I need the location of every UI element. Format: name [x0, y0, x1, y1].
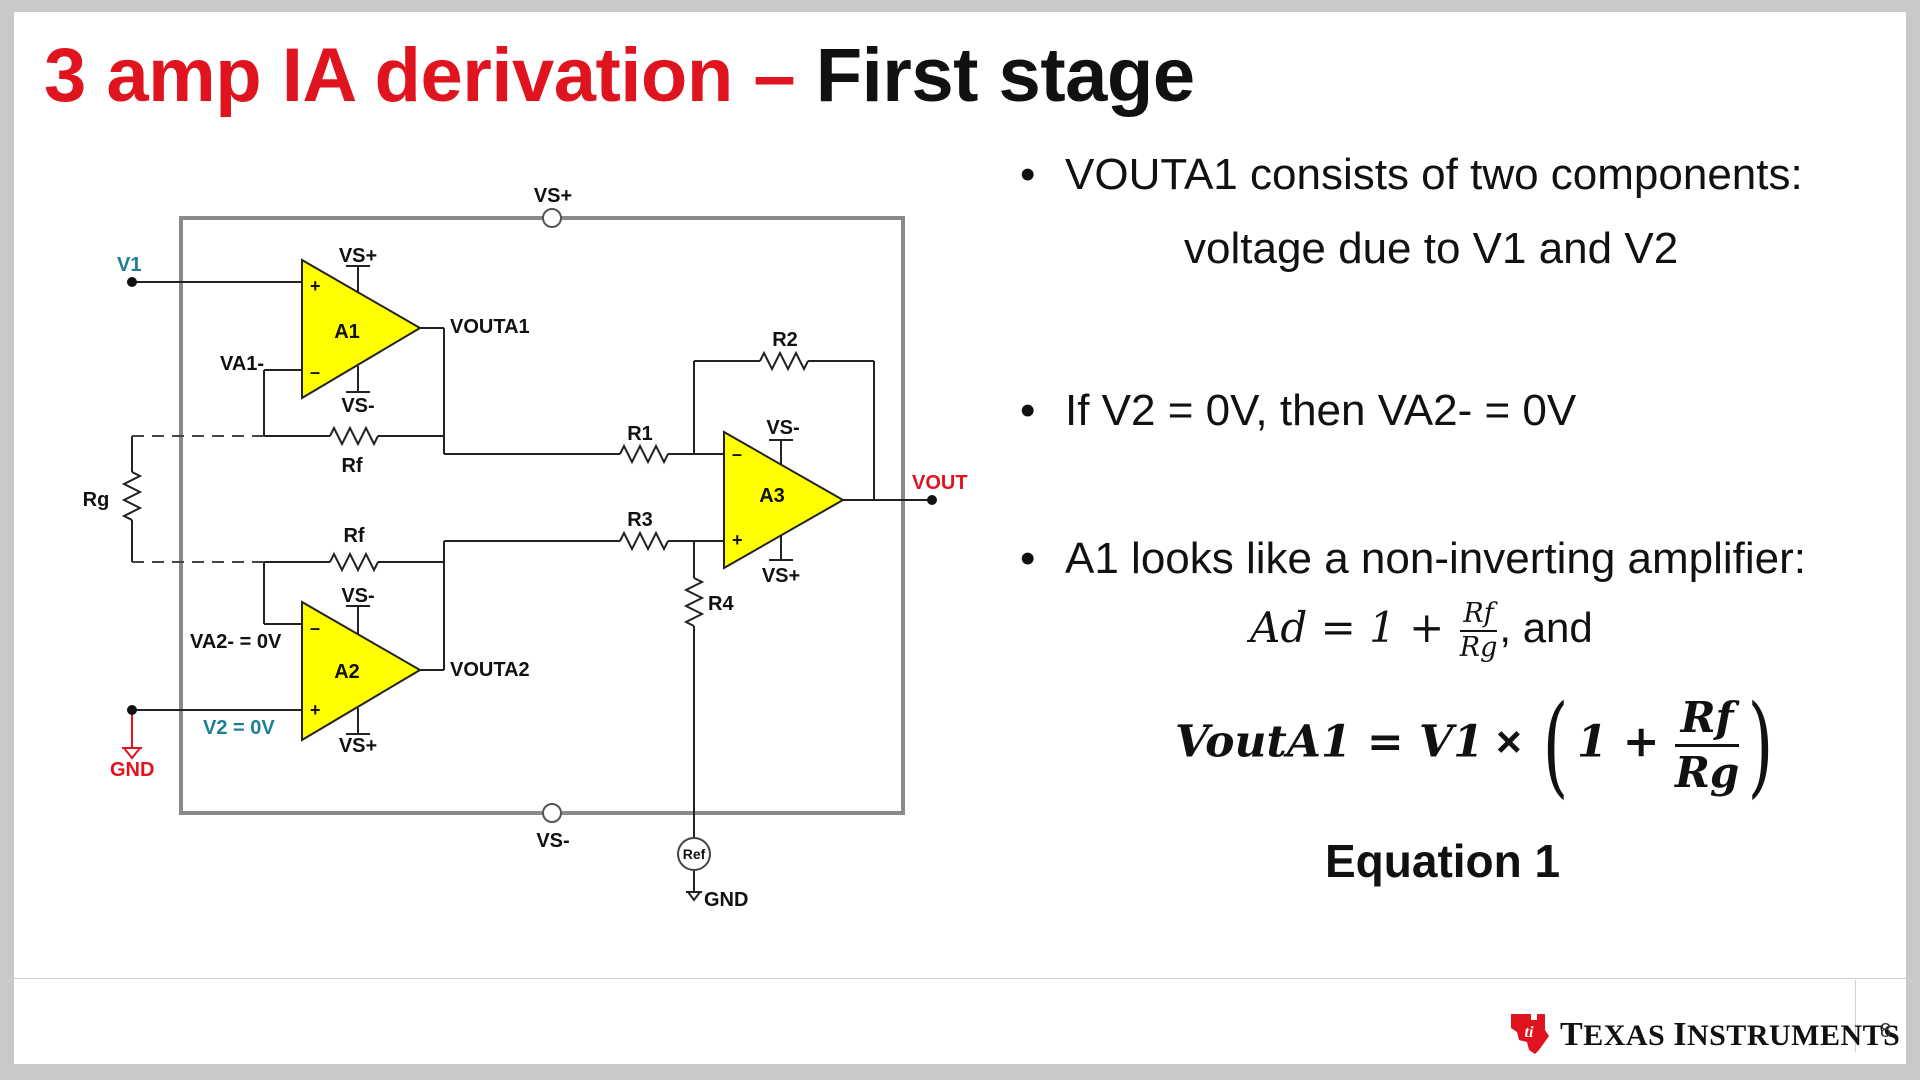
ad-lhs: Ad = 1 + [1250, 603, 1458, 653]
bullet-2: • If V2 = 0V, then VA2- = 0V [1020, 386, 1576, 436]
r1-label: R1 [627, 423, 653, 445]
a3-supply-top: VS- [766, 417, 799, 439]
a3-plus-sign: + [732, 530, 743, 550]
vout-denominator: Rg [1674, 747, 1740, 797]
vouta1-label: VOUTA1 [450, 316, 530, 338]
ti-logo: ti TEXAS INSTRUMENTS [1505, 1010, 1900, 1063]
a3-supply-bottom: VS+ [762, 565, 800, 587]
vout-times: × [1483, 717, 1534, 767]
equation-label: Equation 1 [1325, 835, 1561, 887]
ad-denominator: Rg [1459, 632, 1498, 663]
a1-minus-sign: – [310, 362, 320, 382]
bullet-2-text: If V2 = 0V, then VA2- = 0V [1065, 386, 1577, 435]
a3-label: A3 [759, 485, 785, 507]
bullet-dot: • [1020, 386, 1036, 435]
v1-node [127, 277, 137, 287]
footer-divider [14, 978, 1906, 979]
vout-node [927, 495, 937, 505]
vs-plus-top-label: VS+ [534, 185, 572, 207]
opamp-a2 [301, 600, 422, 742]
right-paren: ) [1747, 681, 1774, 809]
opamp-a3 [723, 430, 846, 570]
ref-pin [677, 837, 711, 871]
a1-supply-bottom: VS- [341, 395, 374, 417]
vout-label: VOUT [912, 472, 968, 494]
bullet-3: • A1 looks like a non-inverting amplifier… [1020, 534, 1806, 584]
svg-text:ti: ti [1525, 1024, 1534, 1041]
slide-title: 3 amp IA derivation – First stage [44, 32, 1195, 119]
vs-plus-pin [542, 208, 562, 228]
vout-numerator: Rf [1674, 692, 1740, 747]
rf-top-label: Rf [341, 455, 362, 477]
opamp-a1 [301, 258, 422, 400]
r2-label: R2 [772, 329, 798, 351]
va1-minus-label: VA1- [220, 353, 264, 375]
rf-bottom-label: Rf [343, 525, 364, 547]
vout-inner: 1 + [1576, 716, 1675, 768]
a2-plus-sign: + [310, 700, 321, 720]
a2-label: A2 [334, 661, 360, 683]
bullet-dot: • [1020, 150, 1036, 199]
ad-tail: , and [1499, 604, 1593, 652]
bullet-3-text: A1 looks like a non-inverting amplifier: [1065, 534, 1807, 583]
a1-supply-top: VS+ [339, 245, 377, 267]
ti-logo-text: TEXAS INSTRUMENTS [1560, 1016, 1901, 1053]
a1-label: A1 [334, 321, 360, 343]
title-part-red: 3 amp IA derivation – [44, 33, 816, 118]
v1-label: V1 [117, 254, 141, 276]
r3-label: R3 [627, 509, 653, 531]
a2-supply-bottom: VS+ [339, 735, 377, 757]
v2-node [127, 705, 137, 715]
a1-plus-sign: + [310, 276, 321, 296]
r4-label: R4 [708, 593, 734, 615]
vout-lhs: VoutA1 = V1 [1175, 716, 1484, 768]
bullet-1-line1: VOUTA1 consists of two components: [1065, 150, 1803, 199]
vouta2-label: VOUTA2 [450, 659, 530, 681]
title-part-black: First stage [815, 33, 1195, 118]
a2-minus-sign: – [310, 618, 320, 638]
bullet-1: • VOUTA1 consists of two components: [1020, 150, 1803, 200]
a2-supply-top: VS- [341, 585, 374, 607]
page-number: 8 [1880, 1020, 1892, 1042]
bullet-dot: • [1020, 534, 1036, 583]
a3-minus-sign: – [732, 444, 742, 464]
ad-numerator: Rf [1459, 598, 1498, 632]
vs-minus-bottom-label: VS- [536, 830, 569, 852]
gnd-ref-label: GND [704, 889, 748, 911]
left-paren: ( [1542, 681, 1569, 809]
vs-minus-pin [542, 803, 562, 823]
footer-page-divider [1855, 980, 1856, 1052]
va2-minus-label: VA2- = 0V [190, 631, 282, 653]
ref-label: Ref [683, 846, 706, 862]
bullet-1-line2: voltage due to V1 and V2 [1184, 224, 1679, 273]
rg-label: Rg [83, 489, 110, 511]
gnd-left-label: GND [110, 759, 154, 781]
ti-logo-icon: ti [1511, 1014, 1549, 1054]
slide: 3 amp IA derivation – First stage [14, 12, 1906, 1064]
v2-label: V2 = 0V [203, 717, 275, 739]
